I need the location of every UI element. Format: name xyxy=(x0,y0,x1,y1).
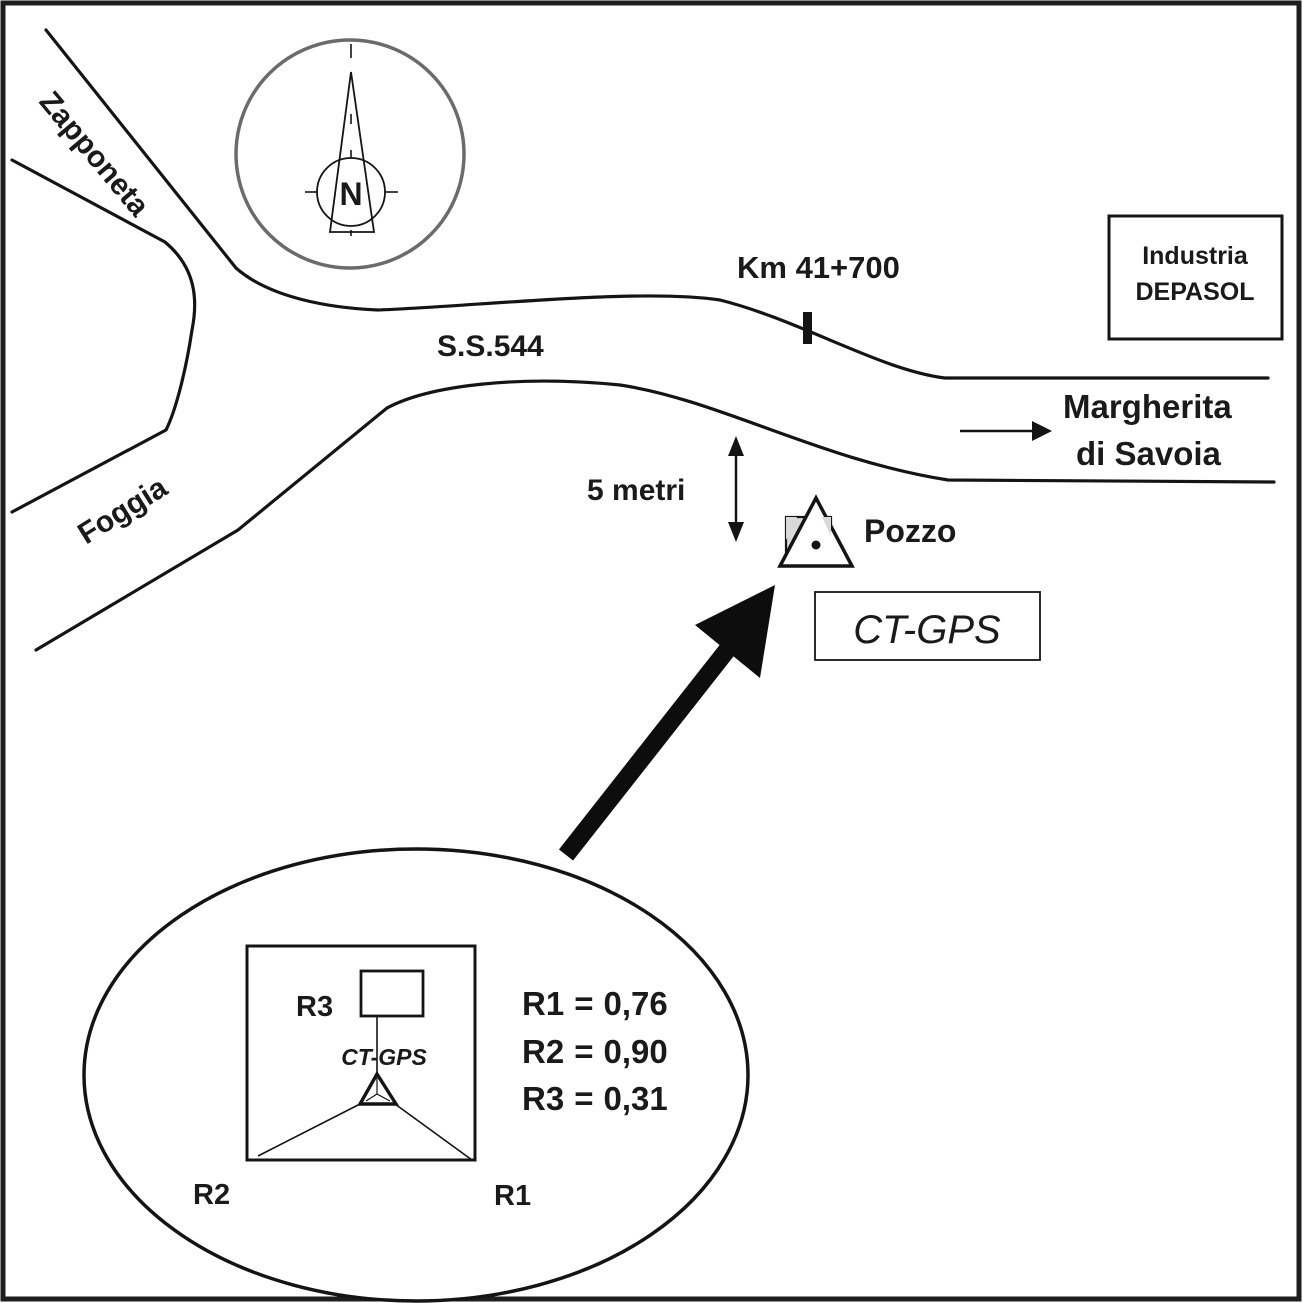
inset-sensor-icon xyxy=(357,1070,400,1106)
road-ss544-lower-edge xyxy=(34,379,1276,652)
well-label: Pozzo xyxy=(864,513,956,549)
road-zapponeta-edge xyxy=(44,28,1270,380)
destination-label-line1: Margherita xyxy=(1063,388,1232,425)
milestone-label: Km 41+700 xyxy=(737,250,900,285)
compass-letter: N xyxy=(339,176,362,212)
inset-r2-wire xyxy=(257,1103,361,1157)
industry-label-line2: DEPASOL xyxy=(1136,278,1255,306)
compass-north-icon: N xyxy=(234,38,466,270)
road-foggia-upper-edge xyxy=(10,158,197,514)
distance-double-arrow-icon xyxy=(728,436,744,542)
inset-label-r1: R1 xyxy=(494,1180,531,1212)
inset-label-r3: R3 xyxy=(296,991,333,1023)
direction-arrow-icon xyxy=(960,421,1052,441)
industry-label-line1: Industria xyxy=(1142,242,1249,270)
well-triangle-icon xyxy=(777,494,855,568)
industry-box xyxy=(1107,214,1284,341)
instrument-label: CT-GPS xyxy=(853,608,1001,652)
instrument-label-box xyxy=(814,591,1041,661)
pointer-arrow-icon xyxy=(558,585,775,861)
value-row: R1=0,76 xyxy=(522,985,668,1022)
value-row: R2=0,90 xyxy=(522,1033,668,1070)
milestone-marker-icon xyxy=(803,312,812,344)
inset-ellipse xyxy=(82,847,750,1303)
destination-label-line2: di Savoia xyxy=(1076,435,1222,472)
road-label-ss544: S.S.544 xyxy=(437,330,544,363)
inset-values: R1=0,76 R2=0,90 R3=0,31 xyxy=(522,985,668,1117)
distance-label: 5 metri xyxy=(587,474,685,507)
inset-r3-box xyxy=(359,969,425,1018)
value-row: R3=0,31 xyxy=(522,1080,668,1117)
inset-r1-wire xyxy=(394,1103,473,1161)
inset-box xyxy=(245,944,477,1162)
inset-label-r2: R2 xyxy=(193,1179,230,1211)
inset-instrument-label: CT-GPS xyxy=(341,1044,427,1070)
